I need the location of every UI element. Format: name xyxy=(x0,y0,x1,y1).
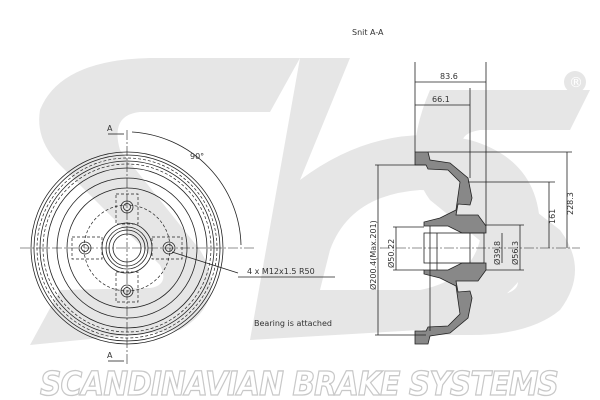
dim-inner-width: 66.1 xyxy=(432,95,450,104)
dimension-lines xyxy=(375,62,572,336)
section-marker-bottom: A xyxy=(107,351,113,360)
drum-section-view xyxy=(380,151,580,345)
drum-front-view xyxy=(20,130,335,365)
dim-inner-height: 161 xyxy=(548,209,557,224)
section-marker-top: A xyxy=(107,124,113,133)
dim-hub-bore: Ø39.8 xyxy=(492,241,502,265)
bolt-label: 4 x M12x1.5 R50 xyxy=(247,267,315,276)
bearing-note: Bearing is attached xyxy=(254,319,332,328)
dim-drum-diameter: Ø200.4(Max.201) xyxy=(368,220,378,290)
registered-mark: ® xyxy=(569,75,583,91)
brand-tagline: SCANDINAVIAN BRAKE SYSTEMS xyxy=(40,364,558,400)
sbs-logo-watermark xyxy=(30,58,590,345)
dim-hub-outer: Ø56.3 xyxy=(510,241,520,265)
section-title: Snit A-A xyxy=(352,28,384,37)
dim-outer-height: 228.3 xyxy=(566,192,575,215)
dim-overall-width: 83.6 xyxy=(440,72,458,81)
angle-label: 90° xyxy=(190,152,204,161)
dim-bearing-bore: Ø50.22 xyxy=(386,239,396,268)
